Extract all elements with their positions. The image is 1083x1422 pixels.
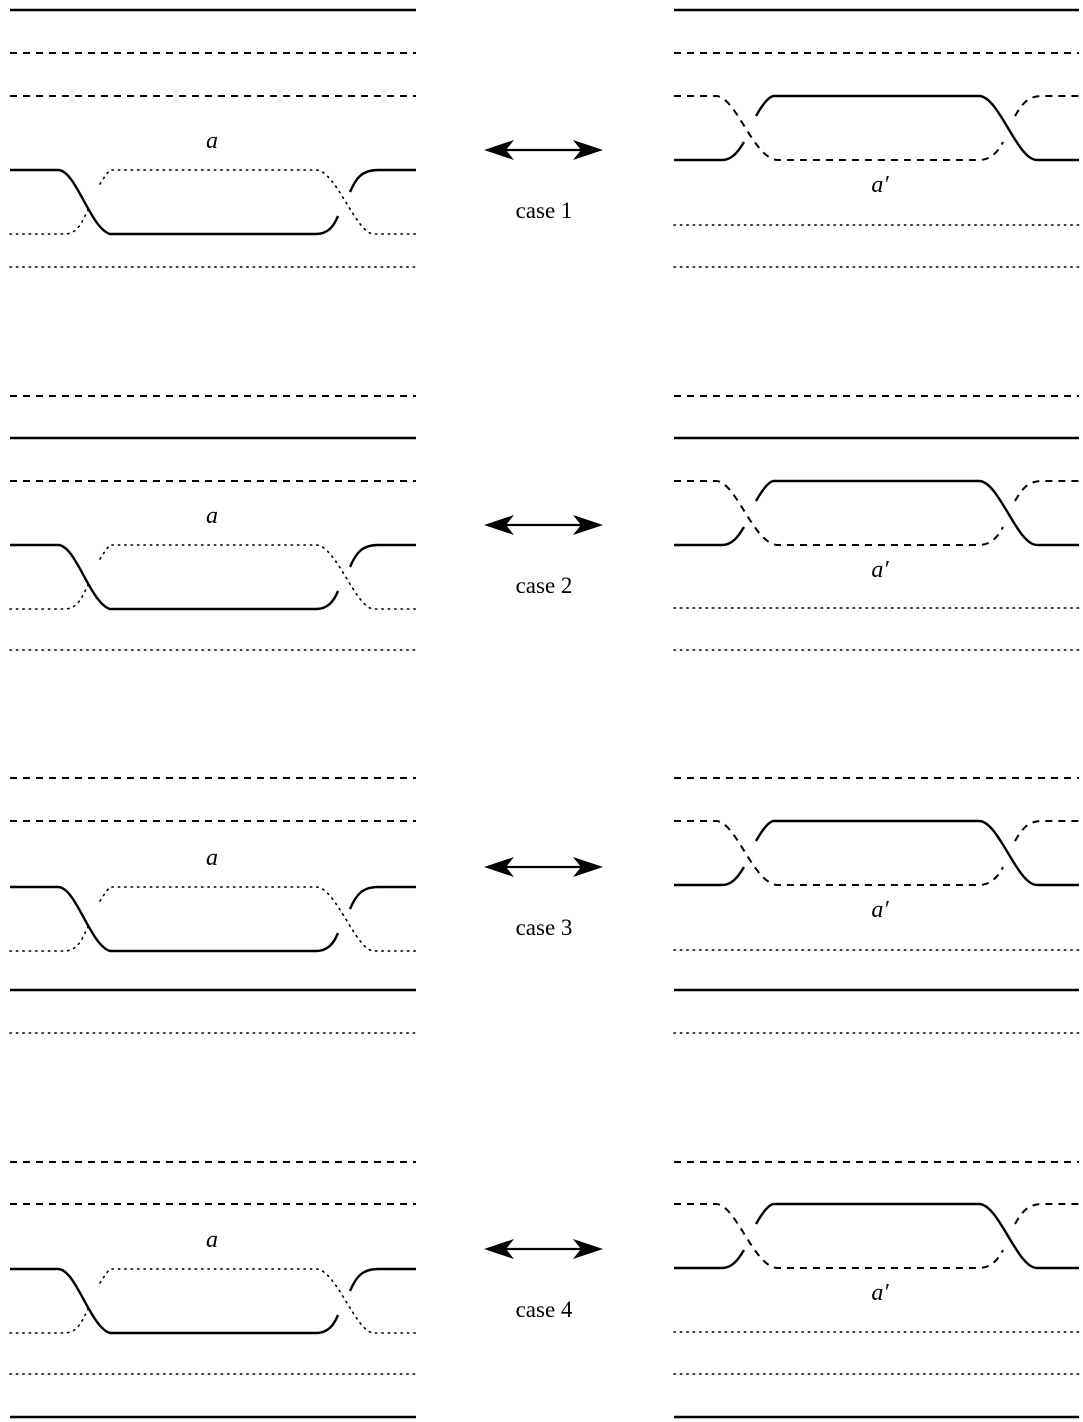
label-a: a — [206, 128, 218, 154]
under-strand — [674, 95, 1004, 161]
case-row-4: a a′ case 4 — [9, 1161, 1080, 1419]
under-strand-end — [1014, 480, 1079, 502]
over-strand — [674, 1249, 746, 1270]
right-braid: a′ — [673, 1161, 1080, 1419]
under-strand-end — [1014, 820, 1079, 842]
under-strand — [9, 584, 89, 610]
over-strand — [10, 1267, 340, 1335]
case-label: case 3 — [516, 915, 573, 940]
under-strand-mid — [99, 1268, 417, 1334]
over-strand-mid — [754, 94, 1079, 162]
double-arrow-icon — [484, 1239, 603, 1259]
double-arrow-icon — [484, 857, 603, 877]
left-braid: a — [9, 395, 417, 651]
left-braid: a — [9, 1161, 417, 1419]
over-strand — [674, 526, 746, 547]
over-strand-end — [348, 1267, 416, 1292]
over-strand-mid — [754, 1202, 1079, 1270]
over-strand-mid — [754, 819, 1079, 887]
over-strand-end — [348, 543, 416, 568]
double-arrow-icon — [484, 140, 603, 160]
over-strand-end — [348, 168, 416, 193]
under-strand-end — [1014, 1203, 1079, 1225]
double-arrow-icon — [484, 515, 603, 535]
under-strand-end — [1014, 95, 1079, 117]
over-strand — [10, 168, 340, 236]
over-strand — [10, 543, 340, 611]
right-braid: a′ — [673, 777, 1080, 1034]
under-strand-mid — [99, 544, 417, 610]
under-strand — [674, 480, 1004, 546]
under-strand-mid — [99, 169, 417, 235]
case-label: case 4 — [516, 1297, 573, 1322]
under-strand — [674, 1203, 1004, 1269]
case-row-3: a a′ case 3 — [9, 777, 1080, 1034]
case-label: case 1 — [516, 198, 573, 223]
over-strand — [10, 885, 340, 953]
case-row-1: a a′ case 1 — [9, 8, 1080, 268]
over-strand-end — [348, 885, 416, 910]
right-braid: a′ — [673, 395, 1080, 651]
over-strand — [674, 866, 746, 887]
label-a: a — [206, 1227, 218, 1253]
label-a-prime: a′ — [871, 897, 889, 923]
over-strand-mid — [754, 479, 1079, 547]
right-braid: a′ — [673, 8, 1080, 268]
case-label: case 2 — [516, 573, 573, 598]
label-a-prime: a′ — [871, 557, 889, 583]
left-braid: a — [9, 8, 417, 268]
under-strand-mid — [99, 886, 417, 952]
under-strand — [9, 1308, 89, 1334]
over-strand — [674, 141, 746, 162]
under-strand — [9, 209, 89, 235]
left-braid: a — [9, 777, 417, 1034]
label-a: a — [206, 503, 218, 529]
label-a: a — [206, 845, 218, 871]
case-row-2: a a′ case 2 — [9, 395, 1080, 651]
label-a-prime: a′ — [871, 172, 889, 198]
under-strand — [9, 926, 89, 952]
label-a-prime: a′ — [871, 1280, 889, 1306]
under-strand — [674, 820, 1004, 886]
